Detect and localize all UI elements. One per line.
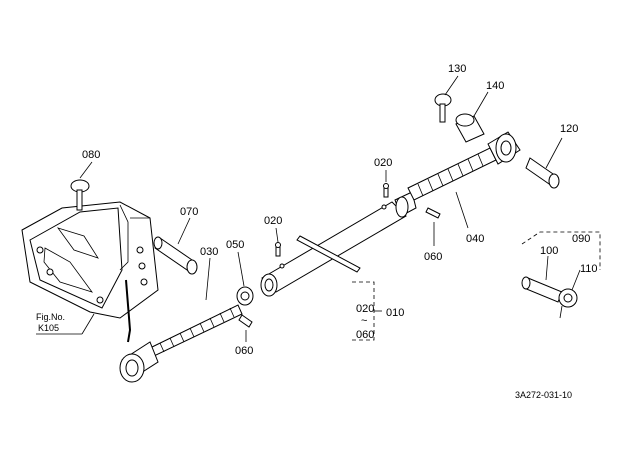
bolt-130 <box>434 93 452 123</box>
nut-050 <box>236 286 254 306</box>
label-070: 070 <box>180 206 198 218</box>
threaded-rod-030 <box>119 304 243 383</box>
label-110: 110 <box>580 263 598 275</box>
pin-100 <box>521 276 563 303</box>
label-tilde: ~ <box>361 315 367 327</box>
threaded-rod-040 <box>407 131 521 201</box>
grease-fitting-020-left <box>275 242 281 257</box>
label-030: 030 <box>200 246 218 258</box>
pin-060-left <box>238 314 253 328</box>
label-010: 010 <box>386 307 404 319</box>
label-090: 090 <box>572 233 590 245</box>
label-050: 050 <box>226 239 244 251</box>
label-120: 120 <box>560 123 578 135</box>
label-fig-no: Fig.No. <box>36 312 65 322</box>
label-060-range: 060 <box>356 329 374 341</box>
label-140: 140 <box>486 80 504 92</box>
label-020-right: 020 <box>374 157 392 169</box>
pin-120 <box>525 157 560 189</box>
main-tube <box>260 191 417 297</box>
label-060-left: 060 <box>235 345 253 357</box>
grease-fitting-020-right <box>383 183 389 198</box>
bracket-housing <box>21 201 159 343</box>
pin-070 <box>153 236 198 275</box>
label-020-range: 020 <box>356 303 374 315</box>
figure-reference <box>36 313 95 335</box>
label-080: 080 <box>82 149 100 161</box>
drawing-code: 3A272-031-10 <box>515 390 572 400</box>
bushing-140 <box>455 113 485 143</box>
pin-060-right <box>425 207 441 219</box>
label-040: 040 <box>466 233 484 245</box>
clip-110 <box>558 288 578 319</box>
label-130: 130 <box>448 63 466 75</box>
label-020-left: 020 <box>264 215 282 227</box>
label-fig-ref: K105 <box>38 323 59 333</box>
label-060-right: 060 <box>424 251 442 263</box>
bolt-080 <box>70 179 90 211</box>
label-100: 100 <box>540 245 558 257</box>
